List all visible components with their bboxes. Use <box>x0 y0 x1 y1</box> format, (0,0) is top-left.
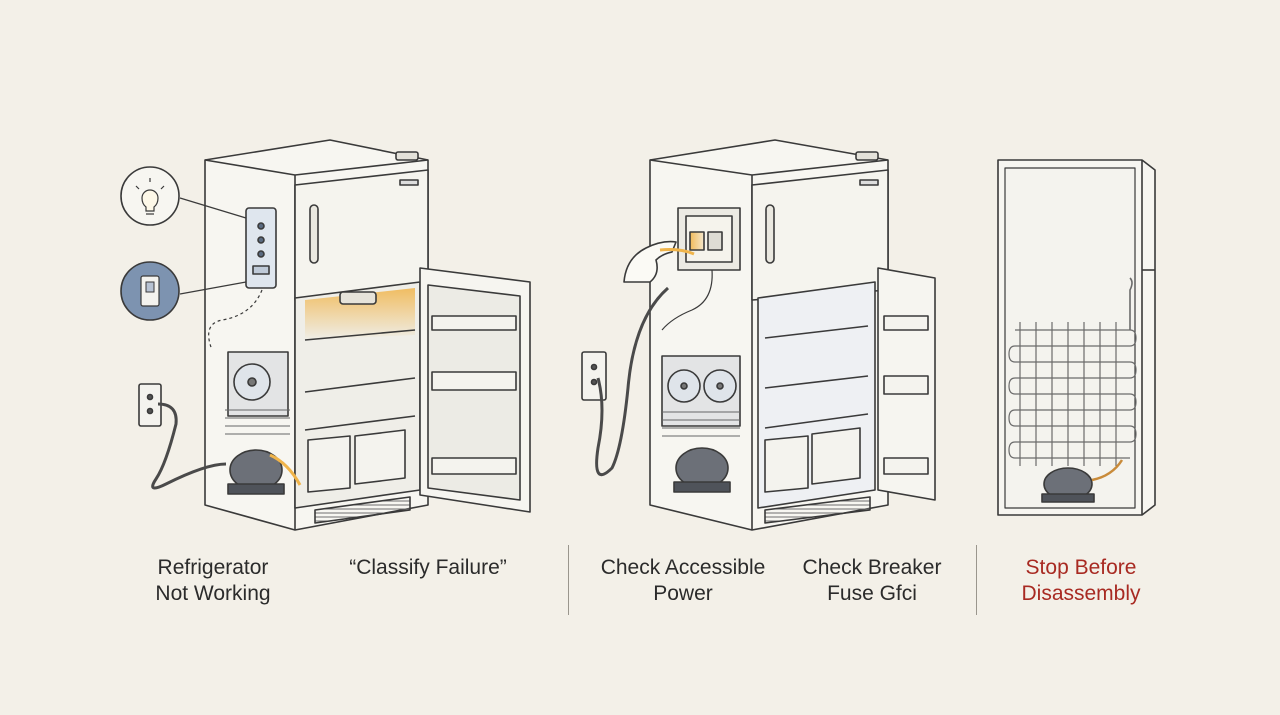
step-label-check-breaker-fuse-gfci: Check Breaker Fuse Gfci <box>803 555 942 607</box>
power-switch-icon <box>120 261 180 321</box>
light-bulb-icon <box>120 166 180 226</box>
step-label-stop-before-disassembly: Stop Before Disassembly <box>1021 555 1140 607</box>
step-label-line: Not Working <box>155 582 271 605</box>
step-label-refrigerator-not-working: Refrigerator Not Working <box>155 555 270 607</box>
step-label-line: Check Accessible <box>600 556 766 579</box>
step-label-classify-failure: “Classify Failure” <box>349 555 507 581</box>
section-divider <box>976 545 977 615</box>
step-label-line: “Classify Failure” <box>349 556 507 579</box>
fridge-rear-coils-illustration <box>997 159 1156 516</box>
section-divider <box>568 545 569 615</box>
step-label-line: Power <box>653 582 713 605</box>
step-label-check-accessible-power: Check Accessible Power <box>601 555 766 607</box>
step-label-line: Refrigerator <box>157 556 269 579</box>
step-label-line: Check Breaker <box>802 556 942 579</box>
step-label-line: Stop Before <box>1025 556 1137 579</box>
step-label-line: Disassembly <box>1021 582 1141 605</box>
fridge-power-check-illustration <box>581 139 936 531</box>
fridge-diagnosis-illustration <box>138 139 531 531</box>
step-label-line: Fuse Gfci <box>827 582 917 605</box>
